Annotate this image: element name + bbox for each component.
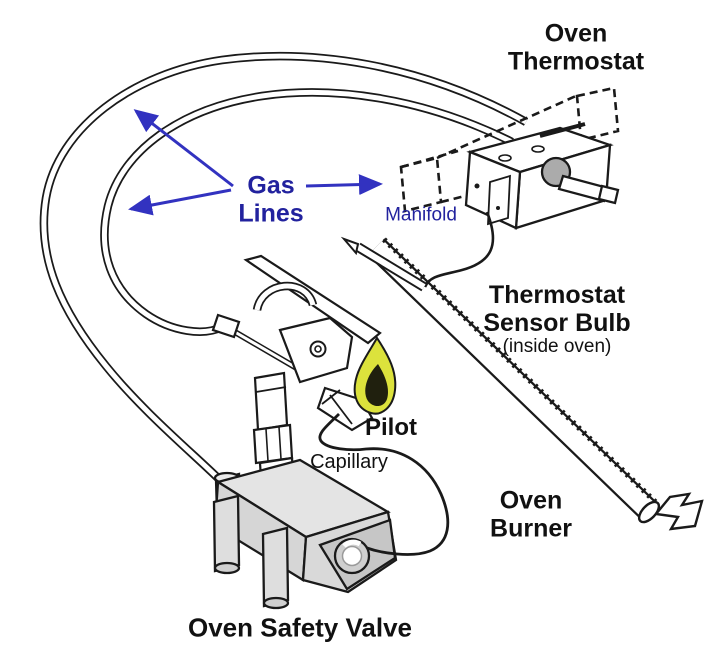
- gas-lines-callout-arrows: [128, 109, 383, 216]
- label-thermostat-sensor-bulb: Thermostat Sensor Bulb (inside oven): [483, 281, 631, 358]
- oven-thermostat-drawing: [464, 122, 620, 230]
- compression-fitting-nut: [211, 313, 241, 339]
- label-manifold: Manifold: [385, 204, 457, 226]
- arrow-to-inner-gas-line: [128, 188, 232, 216]
- sensor-capillary-wire: [423, 211, 495, 288]
- pilot-assembly-drawing: [211, 254, 382, 432]
- label-capillary: Capillary: [310, 451, 388, 473]
- sensor-bulb-drawing: [340, 211, 495, 292]
- label-gas-lines: Gas Lines: [238, 171, 304, 227]
- burner-mount-bracket: [653, 492, 704, 531]
- safety-valve-drawing: [212, 458, 398, 610]
- gas-line-inner: [100, 88, 514, 336]
- thermostat-slot: [539, 122, 586, 138]
- label-pilot: Pilot: [365, 413, 417, 441]
- label-oven-burner: Oven Burner: [490, 486, 572, 542]
- pilot-flame-icon: [353, 336, 397, 415]
- burner-flame-ports: [382, 237, 659, 506]
- label-oven-safety-valve: Oven Safety Valve: [187, 612, 413, 643]
- pilot-capillary-line: [318, 413, 450, 556]
- arrow-to-outer-gas-line: [133, 109, 234, 188]
- arrow-to-manifold: [305, 174, 383, 196]
- gas-line-outer: [39, 51, 529, 495]
- label-oven-thermostat: Oven Thermostat: [507, 19, 645, 75]
- oven-burner-drawing: [367, 237, 704, 531]
